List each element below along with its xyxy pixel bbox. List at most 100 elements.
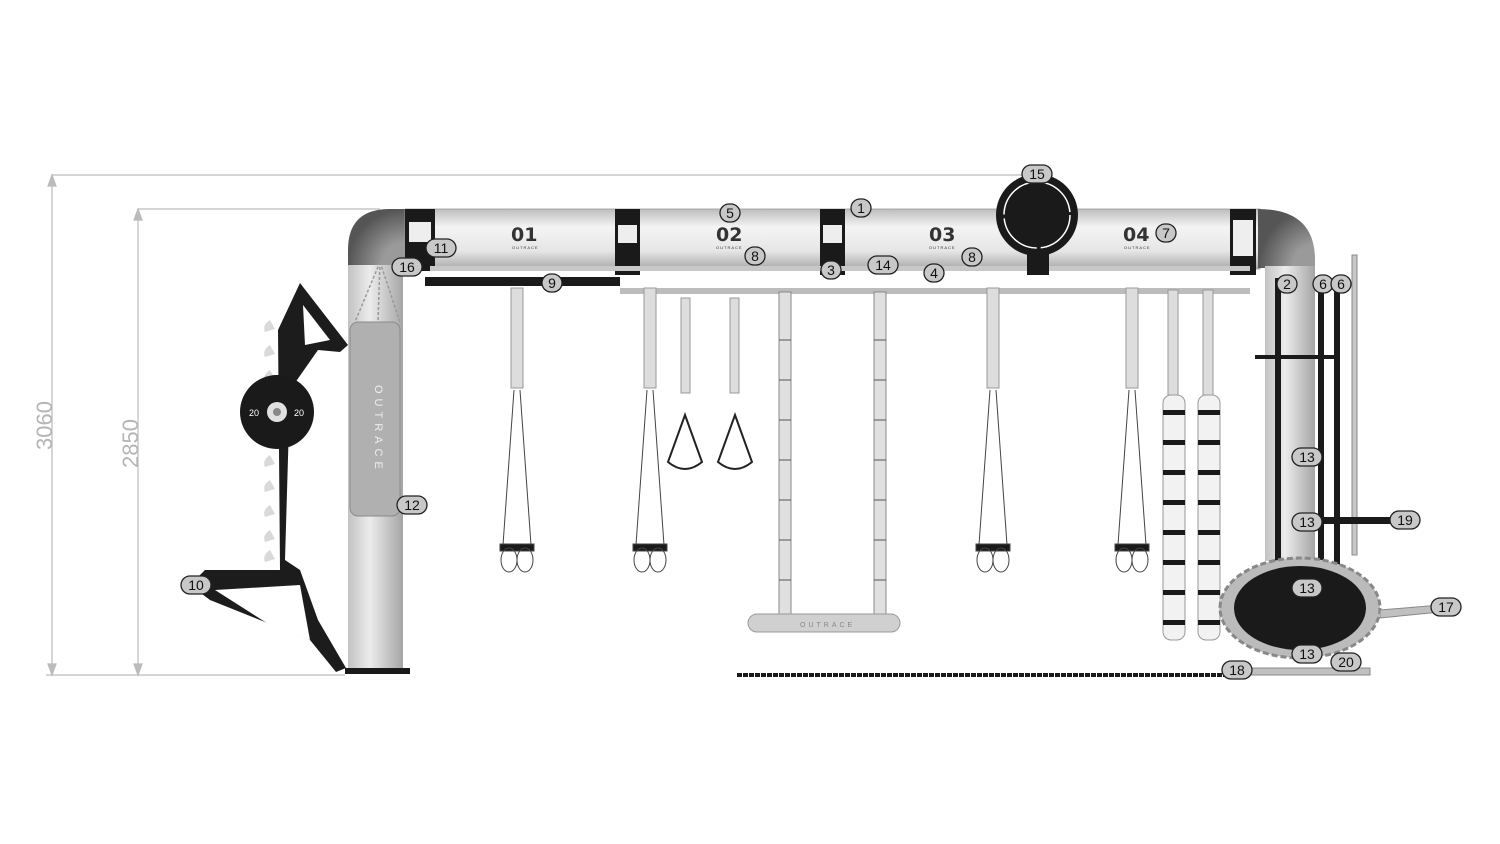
callout-bubble — [391, 257, 423, 277]
callout-bubble — [396, 495, 428, 515]
callout-3: 3 — [820, 260, 842, 280]
callout-13: 13 — [1291, 447, 1323, 467]
callout-5: 5 — [719, 203, 741, 223]
callout-number: 17 — [1438, 599, 1454, 615]
callout-14: 14 — [867, 255, 899, 275]
brand-02: OUTRACE — [716, 245, 743, 250]
wall-target — [996, 174, 1078, 275]
callout-18: 18 — [1221, 660, 1253, 680]
swing-brand: OUTRACE — [800, 622, 855, 629]
callout-bubble — [1291, 644, 1323, 664]
bay-label-03: 03 — [929, 224, 955, 246]
callout-bubble — [180, 575, 212, 595]
callout-number: 13 — [1299, 514, 1315, 530]
callout-7: 7 — [1155, 223, 1177, 243]
callout-2: 2 — [1276, 274, 1298, 294]
callout-number: 1 — [857, 200, 865, 216]
callout-bubble — [1389, 510, 1421, 530]
callout-bubble — [719, 203, 741, 223]
brand-01: OUTRACE — [512, 245, 539, 250]
punching-bag: OUTRACE — [349, 261, 401, 517]
callout-bubble — [425, 238, 457, 258]
callout-number: 20 — [1338, 654, 1354, 670]
callout-number: 4 — [930, 265, 938, 281]
callout-bubble — [1291, 512, 1323, 532]
callout-8: 8 — [961, 247, 983, 267]
callout-bubble — [961, 247, 983, 267]
callout-bubble — [820, 260, 842, 280]
callout-bubble — [541, 273, 563, 293]
frame — [345, 208, 1315, 674]
trampoline — [1218, 556, 1441, 676]
callout-number: 5 — [726, 205, 734, 221]
callout-number: 8 — [751, 248, 759, 264]
callout-number: 12 — [404, 497, 420, 513]
callout-9: 9 — [541, 273, 563, 293]
callout-number: 14 — [875, 257, 891, 273]
callout-13: 13 — [1291, 512, 1323, 532]
callout-bubble — [1330, 652, 1362, 672]
weight-plate: 20 20 — [240, 375, 314, 449]
callout-bubble — [1430, 597, 1462, 617]
callout-6: 6 — [1330, 274, 1352, 294]
callout-bubble — [1291, 578, 1323, 598]
callout-4: 4 — [923, 263, 945, 283]
bay-label-04: 04 — [1123, 224, 1149, 246]
callout-number: 2 — [1283, 276, 1291, 292]
callout-11: 11 — [425, 238, 457, 258]
callout-number: 10 — [188, 577, 204, 593]
callout-bubble — [1021, 164, 1053, 184]
callout-13: 13 — [1291, 578, 1323, 598]
wall-rack — [190, 283, 348, 672]
callout-bubble — [850, 198, 872, 218]
callout-bubble — [923, 263, 945, 283]
callout-number: 13 — [1299, 580, 1315, 596]
bay-label-01: 01 — [511, 224, 537, 246]
callout-bubble — [867, 255, 899, 275]
plate-weight-right: 20 — [294, 408, 304, 418]
plate-weight-left: 20 — [249, 408, 259, 418]
callout-number: 7 — [1162, 225, 1170, 241]
callout-19: 19 — [1389, 510, 1421, 530]
callout-bubble — [1291, 447, 1323, 467]
callout-17: 17 — [1430, 597, 1462, 617]
callout-number: 18 — [1229, 662, 1245, 678]
callout-bubble — [1221, 660, 1253, 680]
wall-bars — [1255, 254, 1392, 568]
callout-1: 1 — [850, 198, 872, 218]
total-height-label: 3060 — [32, 401, 57, 450]
callout-number: 13 — [1299, 646, 1315, 662]
callout-number: 9 — [548, 275, 556, 291]
callout-8: 8 — [744, 246, 766, 266]
callout-number: 8 — [968, 249, 976, 265]
gymnastic-rings — [666, 297, 754, 470]
callout-6: 6 — [1312, 274, 1334, 294]
callout-number: 13 — [1299, 449, 1315, 465]
callout-15: 15 — [1021, 164, 1053, 184]
bay-label-02: 02 — [716, 224, 742, 246]
callout-13: 13 — [1291, 644, 1323, 664]
callout-bubble — [744, 246, 766, 266]
callout-number: 16 — [399, 259, 415, 275]
callout-16: 16 — [391, 257, 423, 277]
callout-number: 3 — [827, 262, 835, 278]
beam-height-label: 2850 — [118, 419, 143, 468]
dimension-lines — [46, 173, 1040, 677]
callout-12: 12 — [396, 495, 428, 515]
callout-number: 6 — [1319, 276, 1327, 292]
callout-10: 10 — [180, 575, 212, 595]
callout-bubble — [1276, 274, 1298, 294]
brand-04: OUTRACE — [1124, 245, 1151, 250]
suspension-trainers — [499, 287, 1150, 573]
callout-number: 11 — [434, 240, 449, 256]
brand-03: OUTRACE — [929, 245, 956, 250]
bag-brand: OUTRACE — [372, 385, 384, 474]
callout-number: 15 — [1029, 166, 1045, 182]
callout-number: 19 — [1397, 512, 1413, 528]
callout-20: 20 — [1330, 652, 1362, 672]
ladder-straps — [1162, 289, 1221, 641]
callout-number: 6 — [1337, 276, 1345, 292]
swing: OUTRACE — [747, 291, 901, 633]
